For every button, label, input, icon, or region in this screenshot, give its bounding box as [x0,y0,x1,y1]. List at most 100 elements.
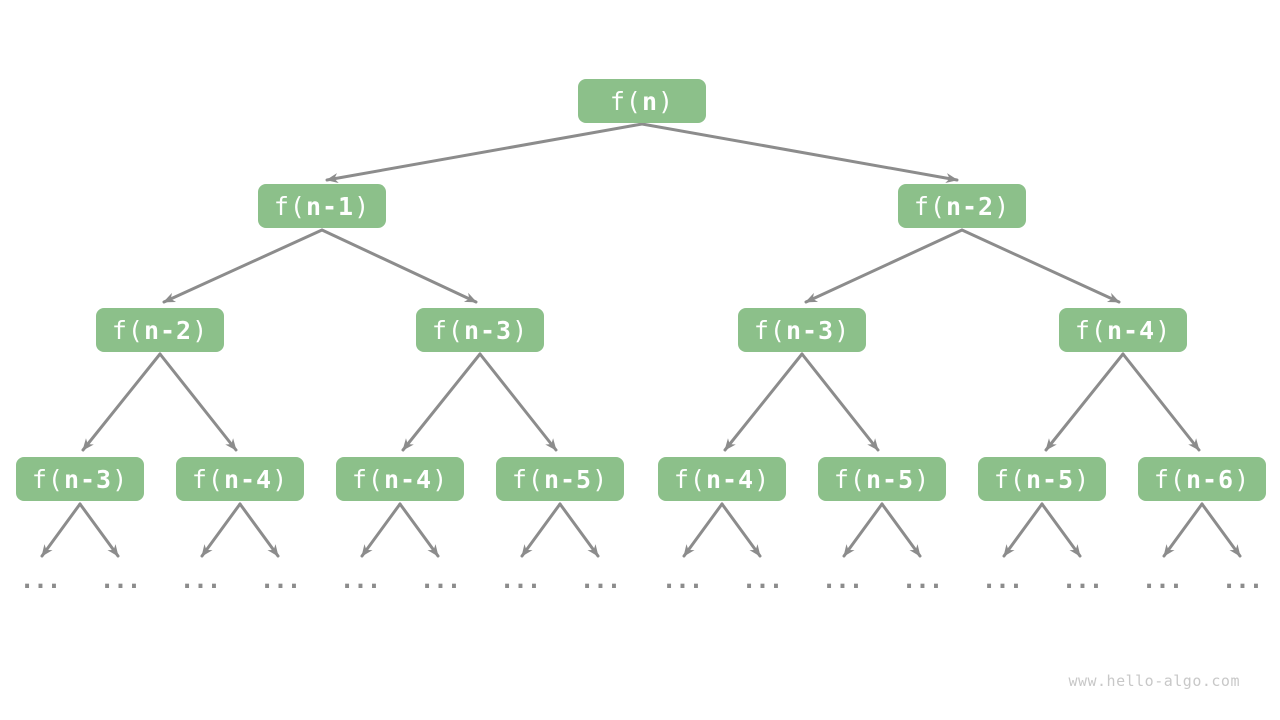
edge-arrow [558,502,600,558]
node-label-prefix: f( [1074,315,1107,345]
node-label-prefix: f( [833,464,866,494]
tree-node: f(n-3) [16,457,144,501]
leaf-ellipsis: ... [901,566,943,594]
edge-arrow [200,502,242,558]
tree-node: f(n-4) [336,457,464,501]
edge-arrow [398,502,440,558]
node-label-arg: n-1 [305,191,355,221]
edge-arrow [238,502,280,558]
tree-node: f(n-5) [818,457,946,501]
node-label-arg: n-5 [865,464,915,494]
edge-arrow [1040,502,1082,558]
node-label-suffix: ) [272,464,289,494]
tree-node: f(n-3) [738,308,866,352]
node-label-arg: n-3 [63,464,113,494]
node-label-suffix: ) [1074,464,1091,494]
node-label-arg: n-2 [143,315,193,345]
leaf-ellipsis: ... [1061,566,1103,594]
tree-node: f(n-6) [1138,457,1266,501]
edge-arrow [158,352,238,452]
tree-node: f(n-5) [496,457,624,501]
leaf-ellipsis: ... [419,566,461,594]
node-label-suffix: ) [1234,464,1251,494]
node-label-arg: n-4 [383,464,433,494]
edge-arrow [81,352,162,452]
tree-node: f(n-1) [258,184,386,228]
node-label-suffix: ) [432,464,449,494]
leaf-ellipsis: ... [1141,566,1183,594]
node-label-arg: n [641,86,659,116]
edge-arrow [1002,502,1044,558]
tree-node: f(n-4) [176,457,304,501]
leaf-ellipsis: ... [259,566,301,594]
node-label-prefix: f( [753,315,786,345]
edge-arrow [1044,352,1125,452]
node-label-prefix: f( [913,191,946,221]
node-label-arg: n-4 [705,464,755,494]
tree-node: f(n-5) [978,457,1106,501]
node-label-prefix: f( [191,464,224,494]
edge-arrow [40,502,82,558]
tree-node: f(n-4) [658,457,786,501]
leaf-ellipsis: ... [579,566,621,594]
node-label-arg: n-5 [1025,464,1075,494]
node-label-suffix: ) [834,315,851,345]
node-label-prefix: f( [111,315,144,345]
edge-arrow [325,122,644,183]
node-label-prefix: f( [273,191,306,221]
tree-node: f(n-2) [96,308,224,352]
node-label-suffix: ) [112,464,129,494]
node-label-suffix: ) [994,191,1011,221]
leaf-ellipsis: ... [981,566,1023,594]
edge-arrow [1162,502,1204,558]
node-label-prefix: f( [31,464,64,494]
node-label-suffix: ) [1155,315,1172,345]
tree-node: f(n-4) [1059,308,1187,352]
node-label-prefix: f( [993,464,1026,494]
edge-arrow [682,502,724,558]
node-label-suffix: ) [512,315,529,345]
edge-arrow [1200,502,1242,558]
node-label-arg: n-3 [785,315,835,345]
node-label-arg: n-4 [223,464,273,494]
tree-node: f(n-2) [898,184,1026,228]
edge-arrow [520,502,562,558]
tree-node-root: f(n) [578,79,706,123]
edge-arrow [723,352,804,452]
leaf-ellipsis: ... [1221,566,1263,594]
node-label-suffix: ) [192,315,209,345]
node-label-arg: n-4 [1106,315,1156,345]
node-label-arg: n-2 [945,191,995,221]
node-label-prefix: f( [673,464,706,494]
leaf-ellipsis: ... [179,566,221,594]
edge-arrow [640,122,959,183]
edge-arrow [720,502,762,558]
edge-arrow [360,502,402,558]
edge-arrow [880,502,922,558]
edge-arrow [800,352,880,452]
node-label-arg: n-6 [1185,464,1235,494]
edge-arrow [804,228,964,304]
edge-arrow [78,502,120,558]
edge-arrow [842,502,884,558]
node-label-suffix: ) [354,191,371,221]
leaf-ellipsis: ... [19,566,61,594]
node-label-prefix: f( [1153,464,1186,494]
node-label-suffix: ) [914,464,931,494]
node-label-prefix: f( [351,464,384,494]
leaf-ellipsis: ... [821,566,863,594]
node-label-prefix: f( [511,464,544,494]
node-label-suffix: ) [754,464,771,494]
node-label-arg: n-3 [463,315,513,345]
leaf-ellipsis: ... [661,566,703,594]
node-label-prefix: f( [609,86,642,116]
node-label-suffix: ) [592,464,609,494]
leaf-ellipsis: ... [741,566,783,594]
edge-arrow [960,228,1121,304]
edge-arrow [162,228,324,304]
node-label-prefix: f( [431,315,464,345]
node-label-arg: n-5 [543,464,593,494]
tree-node: f(n-3) [416,308,544,352]
